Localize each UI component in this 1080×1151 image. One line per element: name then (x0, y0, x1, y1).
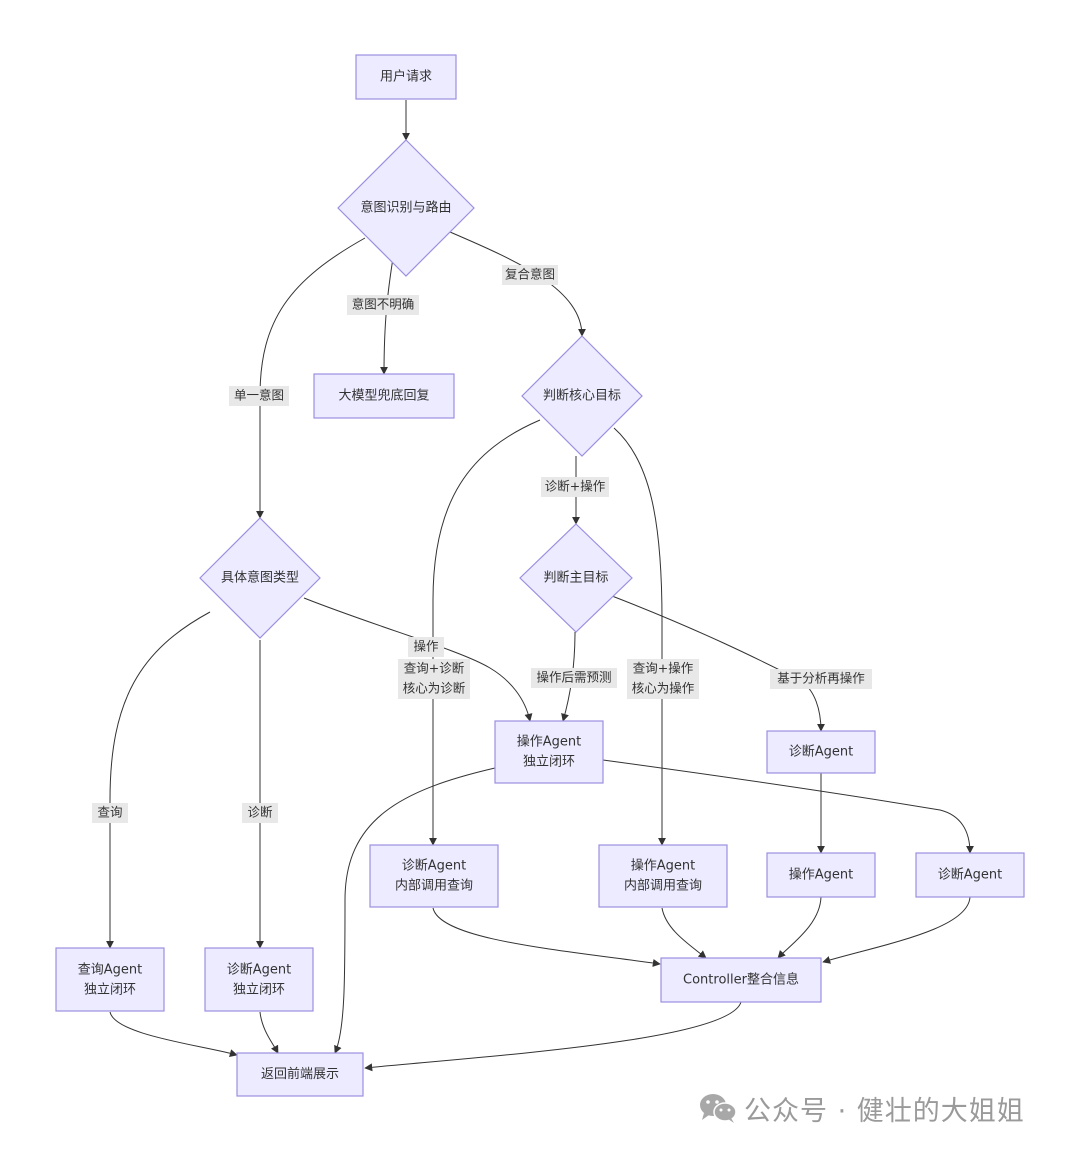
svg-text:诊断Agent: 诊断Agent (789, 745, 853, 760)
svg-text:查询+诊断: 查询+诊断 (404, 661, 464, 676)
edge-label-compound: 复合意图 (502, 265, 558, 285)
svg-text:基于分析再操作: 基于分析再操作 (777, 671, 865, 686)
svg-text:诊断+操作: 诊断+操作 (545, 479, 606, 494)
svg-text:独立闭环: 独立闭环 (233, 983, 285, 998)
svg-text:复合意图: 复合意图 (505, 267, 555, 282)
edge-diag-to-frontend (259, 1011, 279, 1054)
node-op-agent-internal[interactable]: 操作Agent 内部调用查询 (598, 844, 728, 908)
edge-label-diag-op: 诊断+操作 (541, 477, 609, 497)
svg-text:独立闭环: 独立闭环 (523, 755, 575, 770)
svg-text:Controller整合信息: Controller整合信息 (683, 972, 799, 988)
svg-text:核心为诊断: 核心为诊断 (403, 681, 466, 696)
svg-text:判断核心目标: 判断核心目标 (543, 389, 621, 404)
svg-text:查询Agent: 查询Agent (78, 963, 142, 978)
svg-text:诊断Agent: 诊断Agent (938, 868, 1002, 883)
svg-text:内部调用查询: 内部调用查询 (395, 878, 473, 894)
node-diag-agent-standalone[interactable]: 诊断Agent 独立闭环 (204, 947, 314, 1012)
edge-label-query: 查询 (92, 803, 128, 823)
node-llm-fallback[interactable]: 大模型兜底回复 (313, 373, 455, 419)
edge-query-to-frontend (109, 1011, 238, 1057)
edge-label-operation: 操作 (408, 637, 444, 657)
node-specific-intent-type[interactable]: 具体意图类型 (199, 517, 321, 639)
node-diag-agent-right[interactable]: 诊断Agent (766, 730, 876, 774)
node-op-agent-standalone[interactable]: 操作Agent 独立闭环 (494, 720, 604, 784)
svg-text:返回前端展示: 返回前端展示 (261, 1066, 339, 1082)
node-controller[interactable]: Controller整合信息 (660, 957, 822, 1003)
edge-labels: 意图不明确 复合意图 单一意图 诊断+操作 操作 查询+诊断 核心为诊断 操作后… (92, 265, 872, 823)
node-frontend[interactable]: 返回前端展示 (236, 1052, 364, 1097)
svg-text:具体意图类型: 具体意图类型 (221, 570, 299, 586)
edge-op-internal-to-controller (661, 907, 707, 959)
node-judge-main-goal[interactable]: 判断主目标 (519, 523, 633, 633)
edge-controller-to-frontend (364, 1001, 742, 1072)
svg-text:操作Agent: 操作Agent (789, 867, 853, 883)
edge-specific-to-op (303, 597, 533, 722)
svg-text:意图识别与路由: 意图识别与路由 (360, 200, 451, 216)
node-diag-agent-far[interactable]: 诊断Agent (915, 852, 1025, 898)
edge-label-unclear: 意图不明确 (347, 295, 419, 315)
svg-text:诊断Agent: 诊断Agent (227, 963, 291, 978)
svg-text:独立闭环: 独立闭环 (84, 983, 136, 998)
watermark: 公众号 · 健壮的大姐姐 (698, 1088, 1025, 1128)
edge-label-predict-after-op: 操作后需预测 (531, 668, 617, 688)
svg-text:核心为操作: 核心为操作 (632, 681, 695, 696)
edge-specific-to-query (106, 611, 211, 949)
edge-label-analyze-then-op: 基于分析再操作 (770, 669, 872, 689)
svg-text:查询: 查询 (97, 805, 122, 820)
svg-text:操作: 操作 (413, 639, 439, 654)
edge-op-to-diag-far (602, 759, 974, 854)
svg-text:查询+操作: 查询+操作 (633, 661, 694, 676)
svg-text:操作Agent: 操作Agent (631, 858, 695, 874)
svg-text:内部调用查询: 内部调用查询 (624, 878, 702, 894)
node-judge-core-goal[interactable]: 判断核心目标 (521, 335, 643, 457)
svg-text:意图不明确: 意图不明确 (352, 297, 415, 312)
svg-text:诊断: 诊断 (247, 805, 272, 820)
svg-text:用户请求: 用户请求 (380, 69, 432, 85)
svg-text:操作后需预测: 操作后需预测 (536, 670, 611, 685)
node-diag-agent-internal[interactable]: 诊断Agent 内部调用查询 (369, 844, 499, 908)
edges (106, 100, 974, 1072)
edge-label-single: 单一意图 (229, 386, 289, 406)
edge-diag-internal-to-controller (432, 907, 661, 967)
edge-label-query-op: 查询+操作 核心为操作 (627, 659, 699, 699)
svg-text:单一意图: 单一意图 (234, 388, 284, 403)
edge-diag-far-to-controller (822, 896, 971, 964)
watermark-text: 公众号 · 健壮的大姐姐 (744, 1095, 1025, 1127)
nodes: 用户请求 意图识别与路由 大模型兜底回复 判断核心目标 具体意图类型 判断主目标… (55, 54, 1025, 1097)
node-intent-routing[interactable]: 意图识别与路由 (337, 139, 475, 277)
edge-core-to-op-internal (613, 427, 666, 846)
edge-label-query-diag: 查询+诊断 核心为诊断 (398, 659, 470, 699)
edge-routing-to-fallback (380, 257, 394, 375)
svg-text:诊断Agent: 诊断Agent (402, 859, 466, 874)
edge-op-right-to-controller (777, 896, 822, 959)
svg-text:判断主目标: 判断主目标 (543, 571, 608, 586)
node-op-agent-right[interactable]: 操作Agent (766, 852, 876, 898)
edge-op-to-frontend (334, 767, 496, 1054)
node-query-agent-standalone[interactable]: 查询Agent 独立闭环 (55, 947, 165, 1012)
node-user-request[interactable]: 用户请求 (355, 54, 457, 100)
edge-label-diagnose: 诊断 (242, 803, 278, 823)
svg-text:操作Agent: 操作Agent (517, 734, 581, 750)
svg-text:大模型兜底回复: 大模型兜底回复 (338, 388, 429, 404)
wechat-icon (700, 1094, 737, 1123)
edge-core-to-diag-internal (429, 419, 541, 846)
